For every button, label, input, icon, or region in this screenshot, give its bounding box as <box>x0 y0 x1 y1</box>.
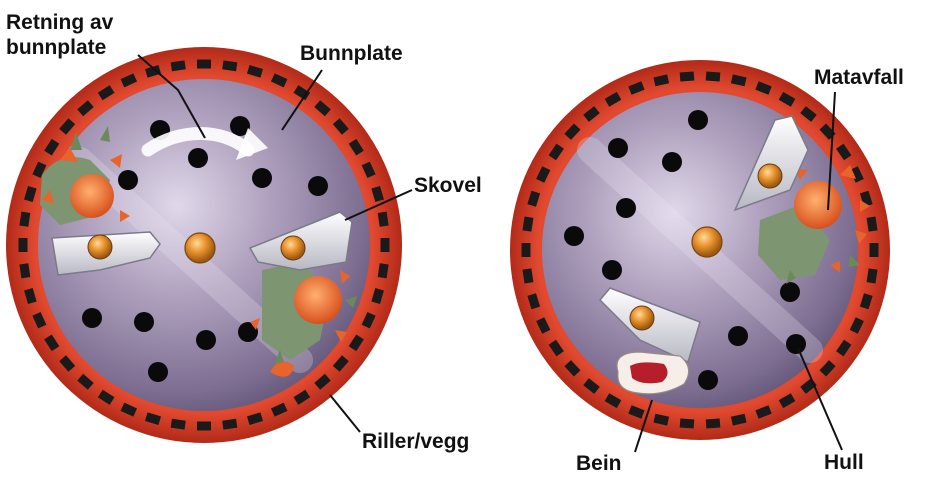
hole <box>698 370 718 390</box>
rim-slot <box>197 422 211 431</box>
rim-slot <box>381 238 390 252</box>
hole <box>616 198 636 218</box>
label-hull: Hull <box>824 451 864 474</box>
hole <box>82 308 102 328</box>
hole <box>728 326 748 346</box>
label-riller-vegg: Riller/vegg <box>362 430 469 453</box>
hole <box>134 312 154 332</box>
rim-slot <box>522 243 531 257</box>
label-bunnplate: Bunnplate <box>300 42 403 65</box>
rim-slot <box>706 419 721 429</box>
label-matavfall: Matavfall <box>814 66 904 89</box>
hole <box>196 330 216 350</box>
left-center-hub <box>185 233 215 263</box>
hole <box>608 138 628 158</box>
hole <box>564 226 584 246</box>
label-retning-line1: Retning av <box>6 11 114 34</box>
rim-slot <box>680 419 695 429</box>
hole <box>308 176 328 196</box>
rim-slot <box>197 60 211 69</box>
hole <box>148 362 168 382</box>
label-bein: Bein <box>576 452 622 475</box>
label-retning-line2: bunnplate <box>6 36 106 59</box>
hole <box>188 148 208 168</box>
hole <box>252 168 272 188</box>
rim-slot <box>680 71 695 81</box>
bone-icon <box>617 352 689 394</box>
left-disc <box>6 47 402 443</box>
label-skovel: Skovel <box>414 174 482 197</box>
hole <box>118 170 138 190</box>
hole <box>602 260 622 280</box>
hole <box>688 110 708 130</box>
hole <box>780 282 800 302</box>
hole <box>786 334 806 354</box>
hole <box>662 152 682 172</box>
rim-slot <box>19 238 28 252</box>
rim-slot <box>870 243 879 257</box>
right-center-hub <box>692 227 722 257</box>
leader-riller <box>330 395 360 432</box>
rim-slot <box>706 71 721 81</box>
